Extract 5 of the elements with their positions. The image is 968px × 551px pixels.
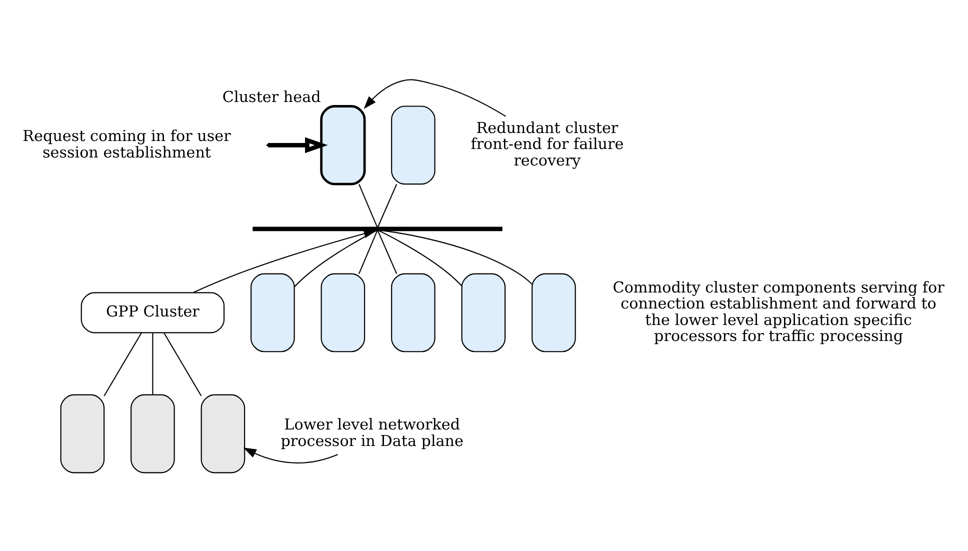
node-text: Redundant cluster front-end for failure recovery [470,118,624,169]
node-text: Request coming in for user session establishment [22,126,231,161]
node-label: Cluster head [222,88,321,106]
node-text: Lower level networked processor in Data plane [280,415,464,450]
label: Commodity cluster components serving for connection establishment and forward to the lower level application specific processors for traffic processing [612,278,944,345]
